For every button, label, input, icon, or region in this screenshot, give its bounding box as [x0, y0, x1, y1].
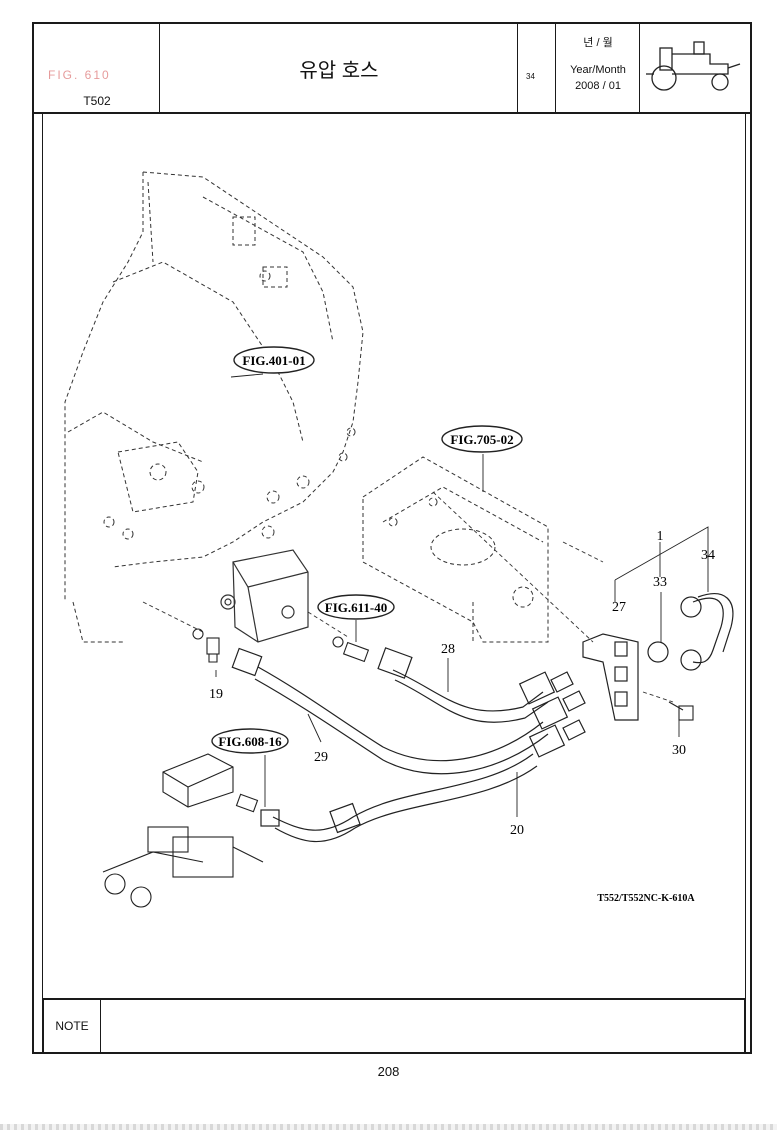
- hose-20: [260, 719, 586, 843]
- callout-19: 19: [209, 687, 223, 702]
- callout-20: 20: [510, 823, 524, 838]
- drawing-code: T552/T552NC-K-610A: [597, 893, 695, 904]
- control-valve-group: [102, 753, 264, 908]
- callout-33: 33: [653, 575, 667, 590]
- callout-28: 28: [441, 642, 455, 657]
- model-cell: FIG. 610 T502: [34, 24, 160, 112]
- page-number: 208: [377, 1064, 400, 1079]
- year-month-label: Year/Month: [570, 64, 626, 76]
- mini-mark-cell: 34: [518, 24, 556, 112]
- scan-artifact: [0, 1124, 777, 1130]
- figref-fitting: FIG.611-40: [325, 600, 387, 615]
- callout-30: 30: [672, 743, 686, 758]
- logo-cell: [640, 24, 750, 112]
- callout-34: 34: [701, 548, 715, 563]
- figref-transmission: FIG.401-01: [242, 353, 305, 368]
- pipe-34: [647, 593, 734, 671]
- page-title: 유압 호스: [299, 60, 379, 82]
- hose-29: [231, 647, 586, 775]
- bracket-plate: [362, 456, 549, 643]
- hose-28: [377, 647, 574, 723]
- mini-mark: 34: [526, 72, 535, 81]
- transmission-housing: [64, 171, 364, 643]
- figure-code-faint: FIG. 610: [48, 68, 111, 82]
- year-month-cell: 년 / 월 Year/Month 2008 / 01: [556, 24, 640, 112]
- tractor-icon: [646, 41, 741, 91]
- figref-valve: FIG.608-16: [218, 734, 282, 749]
- year-month-value: 2008 / 01: [575, 80, 621, 92]
- note-label: NOTE: [44, 1000, 101, 1052]
- title-cell: 유압 호스: [160, 24, 518, 112]
- fitting-19: [192, 628, 220, 663]
- model-label: T502: [83, 94, 111, 108]
- figref-bracket: FIG.705-02: [450, 432, 513, 447]
- callout-1: 1: [657, 529, 664, 544]
- flange-27: [582, 633, 639, 721]
- year-month-korean: 년 / 월: [583, 37, 613, 49]
- bolt-30: [668, 701, 694, 721]
- note-box: NOTE: [42, 998, 746, 1054]
- header-block: FIG. 610 T502 유압 호스 34 년 / 월 Year/Month …: [34, 24, 750, 114]
- fitting-611-40: [332, 636, 370, 663]
- exploded-view-diagram: FIG.401-01 FIG.705-02 FIG.611-40 FIG.608…: [64, 171, 734, 908]
- valve-block: [220, 549, 309, 643]
- callout-29: 29: [314, 750, 328, 765]
- diagram-area: FIG.401-01 FIG.705-02 FIG.611-40 FIG.608…: [42, 112, 746, 1000]
- callout-27: 27: [612, 600, 626, 615]
- parts-catalog-frame: FIG. 610 T502 유압 호스 34 년 / 월 Year/Month …: [32, 22, 752, 1054]
